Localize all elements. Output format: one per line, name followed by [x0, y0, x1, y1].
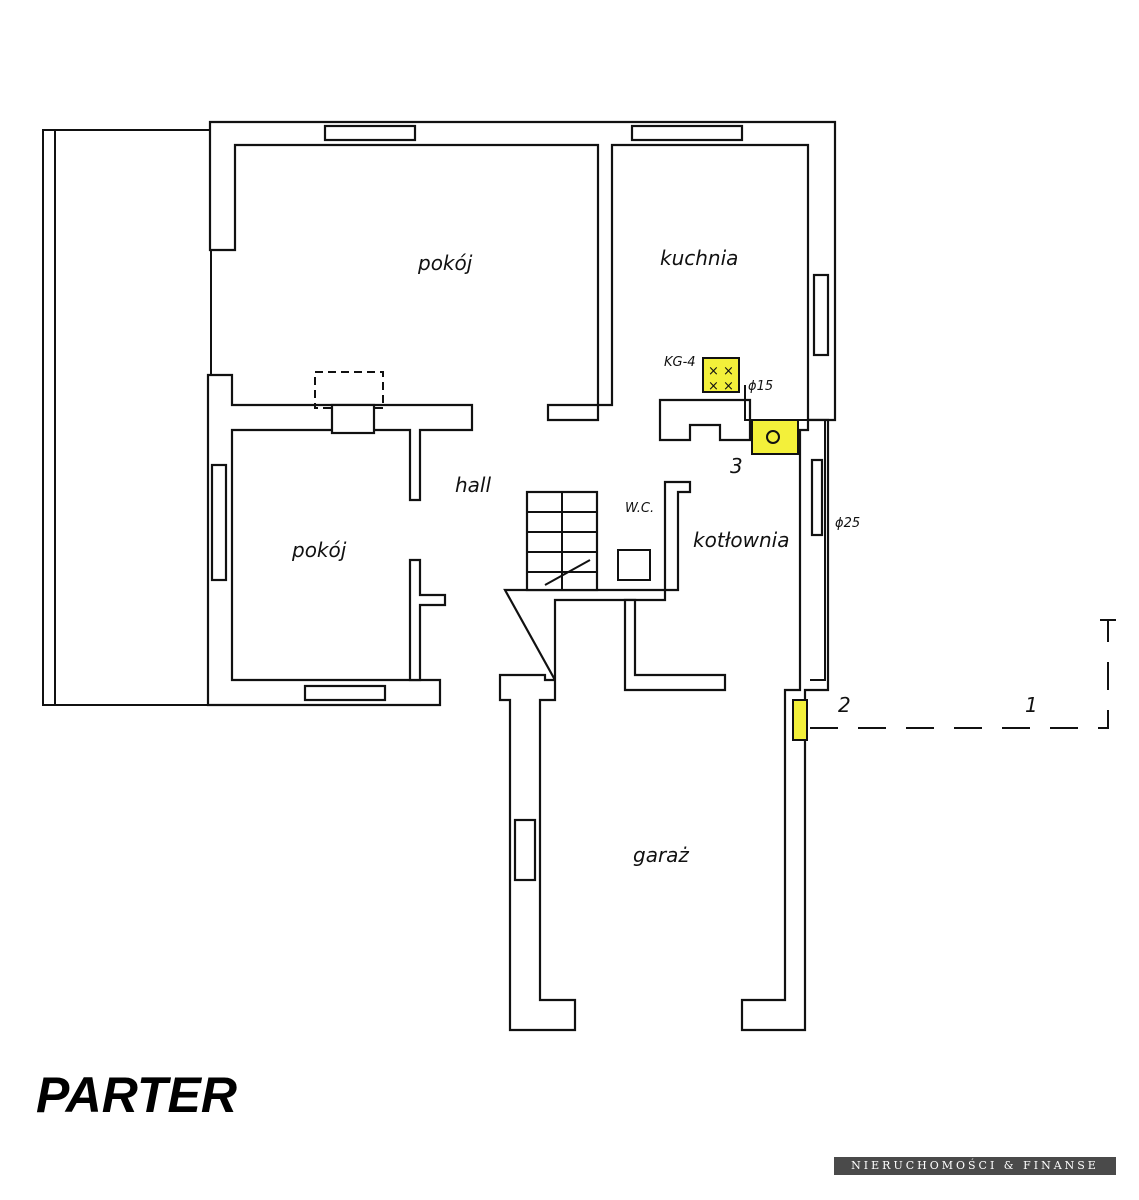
terrace-outline	[42, 129, 212, 706]
pipe-label-25: ϕ25	[835, 516, 860, 531]
stove-label: KG-4	[664, 355, 696, 370]
svg-text:× ×: × ×	[708, 364, 734, 379]
staircase	[525, 490, 599, 592]
point-1-label: 1	[1025, 693, 1038, 717]
point-3-label: 3	[730, 454, 743, 478]
wc-toilet	[617, 549, 651, 581]
room-label-kitchen: kuchnia	[660, 246, 738, 270]
gas-meter	[792, 699, 808, 741]
boiler-highlight	[751, 419, 799, 455]
svg-text:× ×: × ×	[708, 379, 734, 394]
boiler-icon	[766, 430, 780, 444]
gas-connection-line	[810, 620, 1109, 729]
room-label-garage: garaż	[633, 843, 689, 867]
room-label-boiler: kotłownia	[693, 528, 789, 552]
room-label-wc: W.C.	[625, 501, 654, 516]
gas-pipe	[744, 385, 826, 681]
pipe-label-15: ϕ15	[748, 379, 773, 394]
floor-title: PARTER	[36, 1067, 237, 1123]
room-label-room: pokój	[291, 538, 347, 562]
chimney	[314, 371, 384, 409]
room-label-hall: hall	[455, 473, 491, 497]
windows	[210, 124, 830, 882]
stove-highlight	[702, 357, 740, 393]
watermark: NIERUCHOMOŚCI & FINANSE	[834, 1157, 1116, 1175]
flue	[330, 403, 376, 435]
walls	[206, 120, 837, 1032]
point-2-label: 2	[838, 693, 851, 717]
room-label-living: pokój	[417, 251, 473, 275]
